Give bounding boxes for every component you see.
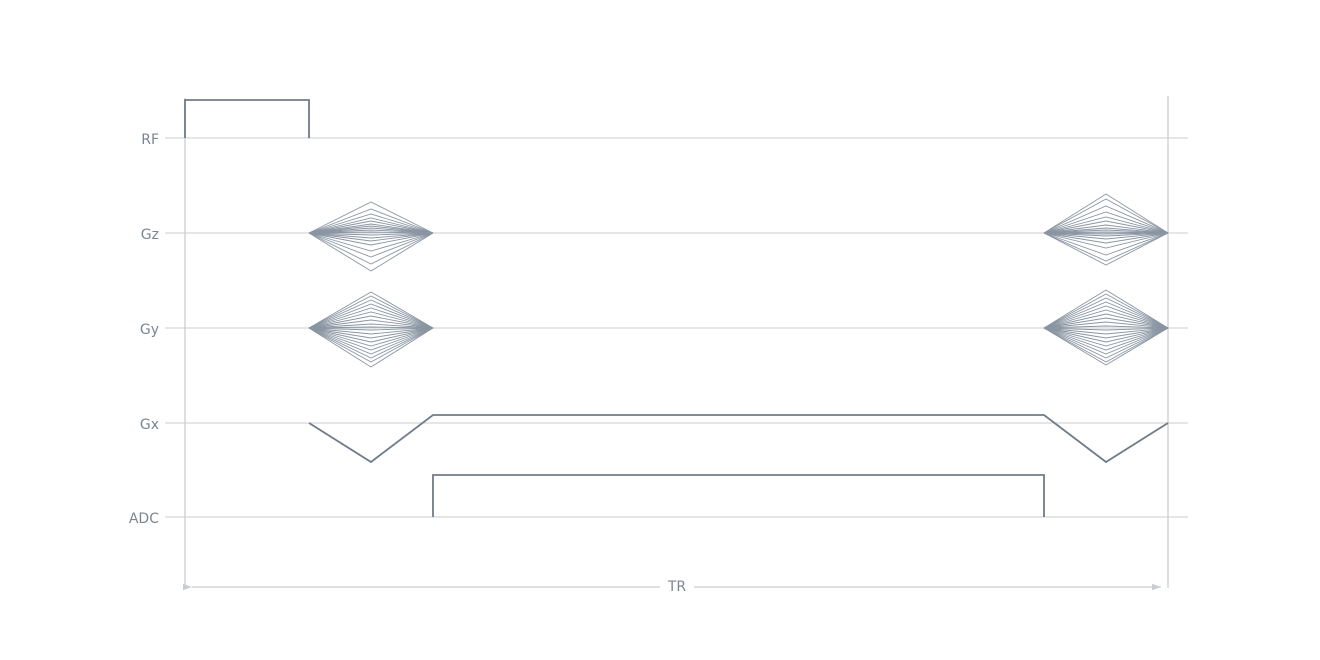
phase-encode-step [308,327,434,368]
phase-encode-step [1043,297,1169,329]
phase-encode-step [308,220,434,234]
phase-encode-step [308,213,434,234]
phase-encode-step [308,295,434,329]
phase-encode-step [1043,231,1169,234]
phase-encode-step [1043,232,1169,249]
phase-encode-step [308,232,434,239]
gy-phase-encode-fan-right [1043,289,1169,366]
phase-encode-step [1043,232,1169,240]
phase-encode-step [1043,327,1169,359]
phase-encode-step [1043,220,1169,234]
phase-encode-step [308,231,434,234]
phase-encode-step [1043,327,1169,339]
phase-encode-step [1043,313,1169,329]
phase-encode-step [1043,232,1169,262]
phase-encode-step [308,232,434,236]
tr-label-background [660,578,694,596]
gz-phase-encode-fan-left [308,201,434,272]
phase-encode-step [308,327,434,343]
phase-encode-step [1043,327,1169,366]
phase-encode-step [1043,232,1169,266]
phase-encode-step [308,303,434,329]
phase-encode-step [308,201,434,234]
row-label-rf: RF [141,132,159,148]
phase-encode-step [308,232,434,252]
phase-encode-step [1043,327,1169,335]
phase-encode-step [1043,305,1169,329]
phase-encode-step [1043,301,1169,329]
phase-encode-step [308,323,434,329]
phase-encode-step [1043,232,1169,244]
phase-encode-step [308,319,434,329]
phase-encode-step [1043,205,1169,234]
phase-encode-step [1043,327,1169,363]
phase-encode-step [308,225,434,234]
phase-encode-step [308,227,434,234]
adc-window [432,474,1045,517]
phase-encode-step [1043,327,1169,351]
phase-encode-step [308,327,434,339]
rf-pulse [184,99,310,138]
row-label-gz: Gz [141,227,159,243]
phase-encode-step [1043,327,1169,343]
row-label-gy: Gy [140,322,159,338]
phase-encode-step [1043,327,1169,355]
phase-encode-step [1043,317,1169,329]
phase-encode-step [1043,293,1169,329]
phase-encode-step [1043,224,1169,234]
phase-encode-step [308,208,434,234]
phase-encode-step [308,327,434,331]
phase-encode-step [308,327,434,347]
phase-encode-step [1043,232,1169,256]
gz-phase-encode-fan-right [1043,193,1169,266]
phase-encode-step [1043,327,1169,347]
phase-encode-step [308,326,434,329]
phase-encode-step [308,327,434,355]
phase-encode-step [308,232,434,272]
phase-encode-step [1043,289,1169,329]
tr-label: TR [667,579,687,595]
phase-encode-step [1043,321,1169,329]
phase-encode-step [1043,309,1169,329]
phase-encode-step [308,307,434,329]
phase-encode-step [1043,232,1169,235]
phase-encode-step [1043,229,1169,234]
gy-phase-encode-fan-left [308,291,434,368]
phase-encode-step [308,311,434,329]
phase-encode-step [308,327,434,335]
phase-encode-step [308,327,434,363]
phase-encode-step [1043,193,1169,234]
row-label-gx: Gx [140,417,159,433]
phase-encode-step [308,217,434,234]
row-label-adc: ADC [129,511,159,527]
phase-encode-step [308,232,434,246]
phase-encode-step [1043,327,1169,331]
phase-encode-step [308,232,434,242]
phase-encode-step [1043,227,1169,234]
phase-encode-step [1043,232,1169,237]
phase-encode-step [308,232,434,265]
phase-encode-step [308,315,434,329]
phase-encode-step [308,223,434,234]
phase-encode-step [1043,216,1169,234]
phase-encode-step [308,291,434,329]
phase-encode-step [308,232,434,258]
phase-encode-step [308,299,434,329]
phase-encode-step [1043,325,1169,329]
phase-encode-step [308,229,434,234]
phase-encode-step [1043,211,1169,234]
phase-encode-step [308,327,434,359]
gx-readout-gradient [308,414,1169,464]
phase-encode-step [308,327,434,351]
phase-encode-step [1043,198,1169,234]
